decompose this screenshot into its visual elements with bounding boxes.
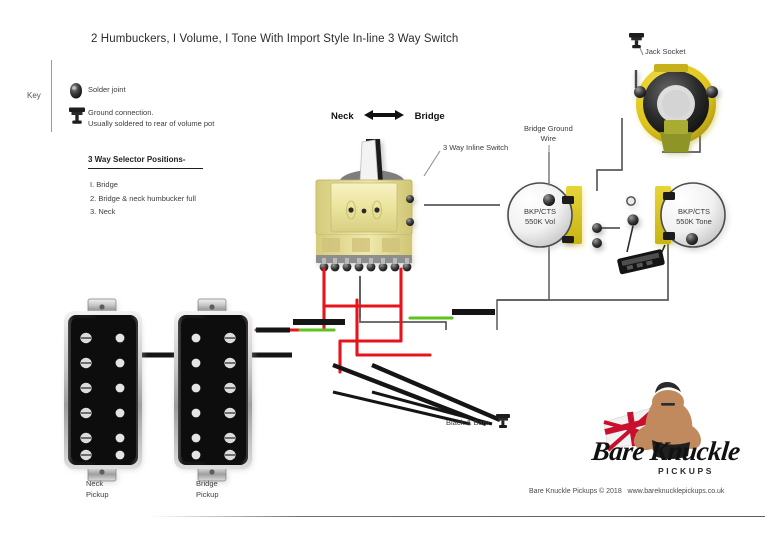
bridge-ground-wire-line2: Wire [540,134,557,143]
tone-capacitor [617,225,666,275]
brand-logo-script: Bare Knuckle [590,436,742,466]
volume-pot-line2: 550K Vol [524,216,556,226]
key-label: Key [27,91,41,100]
footer-copyright: Bare Knuckle Pickups © 2018 www.bareknuc… [529,488,725,495]
neck-pickup-line2: Pickup [86,490,109,499]
three-way-inline-switch-label: 3 Way Inline Switch [443,143,509,152]
brand-logo: Bare Knuckle PICKUPS [588,392,748,484]
tone-pot-line1: BKP/CTS [677,207,711,216]
bridge-pickup-line2: Pickup [196,490,219,499]
leader-line-group [423,47,644,186]
bridge-pickup[interactable] [174,298,252,482]
selector-position-2: 2. Bridge & neck humbucker full [90,193,196,203]
page-title: 2 Humbuckers, I Volume, I Tone With Impo… [91,33,459,45]
black-bare-ground-icon [496,414,510,428]
selector-positions-divider [88,168,203,169]
neck-direction-label: Neck [331,111,354,122]
key-ground-line2: Usually soldered to rear of volume pot [88,118,215,128]
tone-pot-line2: 550K Tone [676,216,712,226]
switch-lug-row [319,258,412,272]
jack-ground-icon [629,33,644,49]
key-ground-connection-label: Ground connection.Usually soldered to re… [88,108,214,129]
solder-joint-icon [70,83,82,99]
selector-positions-list: I. Bridge 2. Bridge & neck humbucker full… [90,178,196,219]
selector-position-1: I. Bridge [90,180,118,189]
logo-figure [603,382,701,459]
selector-position-3: 3. Neck [90,207,116,216]
neck-bridge-orientation: Neck Bridge [331,106,445,124]
neck-pickup-line1: Neck [86,479,104,488]
green-wire-group [298,316,454,332]
bridge-ground-wire-line1: Bridge Ground [524,124,573,133]
neck-pickup[interactable] [64,298,142,482]
jack-socket[interactable] [634,64,718,152]
three-way-switch[interactable] [315,139,414,263]
volume-pot[interactable] [507,182,602,248]
ground-connection-icon [69,107,85,124]
tone-pot[interactable] [626,182,726,248]
key-divider [51,60,52,132]
key-solder-joint-label: Solder joint [88,85,126,94]
jack-socket-label: Jack Socket [645,47,686,56]
key-ground-line1: Ground connection. [88,108,154,117]
bridge-direction-label: Bridge [414,111,445,122]
double-arrow-icon [364,109,405,120]
volume-pot-line1: BKP/CTS [523,207,557,216]
selector-positions-heading: 3 Way Selector Positions- [88,155,186,164]
brand-logo-subtitle: PICKUPS [658,466,714,476]
black-and-bare-label: Black & Bare [446,418,490,427]
bridge-pickup-line1: Bridge [196,479,218,488]
footer-divider [150,516,765,517]
